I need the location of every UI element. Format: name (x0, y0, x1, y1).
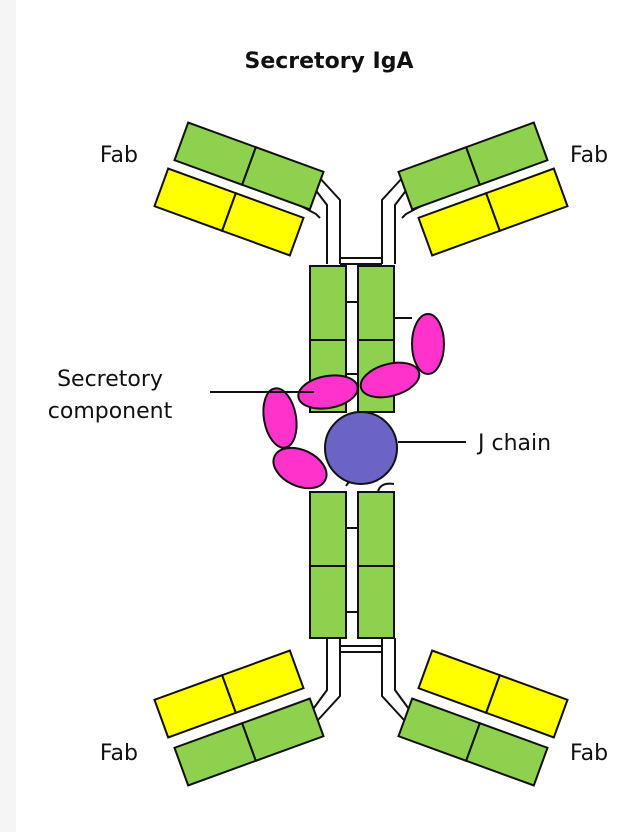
diagram-title: Secretory IgA (244, 49, 413, 74)
fab-light-chain (419, 651, 500, 713)
secretory-component-domain (259, 386, 301, 451)
label-fab-bottom-left: Fab (100, 741, 138, 766)
fc-domain (358, 566, 394, 638)
fab-heavy-chain (242, 699, 323, 761)
secretory-component-domain (267, 440, 333, 496)
label-j-chain: J chain (476, 431, 551, 456)
label-fab-top-right: Fab (570, 143, 608, 168)
label-secretory-component-line2: component (48, 399, 173, 424)
fab-heavy-chain (466, 723, 547, 785)
fab-light-chain (486, 675, 567, 737)
fab-heavy-chain (399, 699, 480, 761)
j-chain (325, 412, 397, 492)
label-fab-bottom-right: Fab (570, 741, 608, 766)
fab-heavy-chain (175, 723, 256, 785)
secretory-component-domain (412, 314, 444, 374)
iga-diagram: Secretory IgA (16, 0, 642, 832)
label-fab-top-left: Fab (100, 143, 138, 168)
fab-light-chain (222, 651, 303, 713)
label-secretory-component-line1: Secretory (57, 367, 163, 392)
diagram-figure: Secretory IgA (16, 0, 642, 832)
fc-domain (310, 566, 346, 638)
fc-bottom (310, 492, 394, 638)
fc-domain (358, 266, 394, 340)
fab-light-chain (155, 675, 236, 737)
bottom-hinge (308, 638, 414, 720)
fc-domain (310, 266, 346, 340)
j-chain-circle (325, 412, 397, 484)
fc-domain (310, 492, 346, 566)
fc-domain (358, 492, 394, 566)
